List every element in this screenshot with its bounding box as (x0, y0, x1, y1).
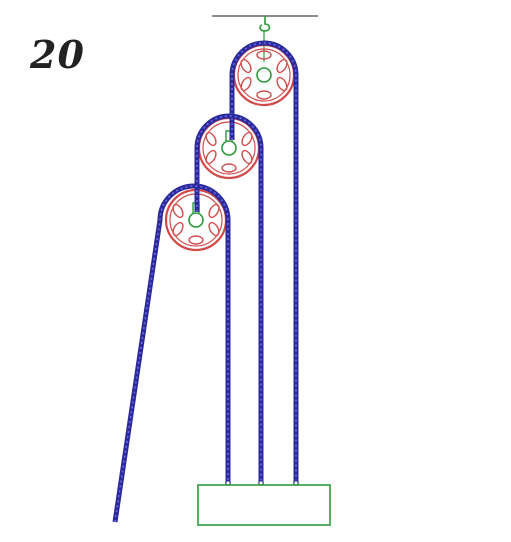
rope-top-pulley (229, 40, 299, 483)
pulley-top-slot (256, 50, 272, 60)
rope-top-pulley-highlight (231, 42, 297, 483)
load-block (197, 484, 331, 526)
pulley-top-slot (256, 90, 272, 100)
rope-lower-pulley-highlight (114, 185, 229, 523)
pulley-middle-slot (221, 163, 237, 173)
pulley-middle-slot (205, 131, 217, 147)
pulley-lower-slot (172, 221, 184, 237)
pulley-top-rim (237, 48, 291, 102)
pulley-middle-slot (241, 149, 253, 165)
pulley-middle-rim (202, 121, 256, 175)
ceiling-hook (259, 16, 271, 32)
pulley-lower-slot (208, 221, 220, 237)
pulley-top-hub (256, 67, 272, 83)
pulley-lower-slot (208, 203, 220, 219)
pulley-middle-slot (241, 131, 253, 147)
pulley-lower-hub (188, 212, 204, 228)
pulley-middle-hub (221, 140, 237, 156)
pulley-top-slot (276, 76, 288, 92)
pulley-lower-slot (172, 203, 184, 219)
pulley-lower-slot (188, 235, 204, 245)
pulley-top-slot (276, 58, 288, 74)
pulley-top-slot (240, 58, 252, 74)
page-number: 20 (30, 32, 85, 77)
pulley-middle-slot (205, 149, 217, 165)
pulley-top-slot (240, 76, 252, 92)
rope-middle-pulley (194, 113, 264, 483)
